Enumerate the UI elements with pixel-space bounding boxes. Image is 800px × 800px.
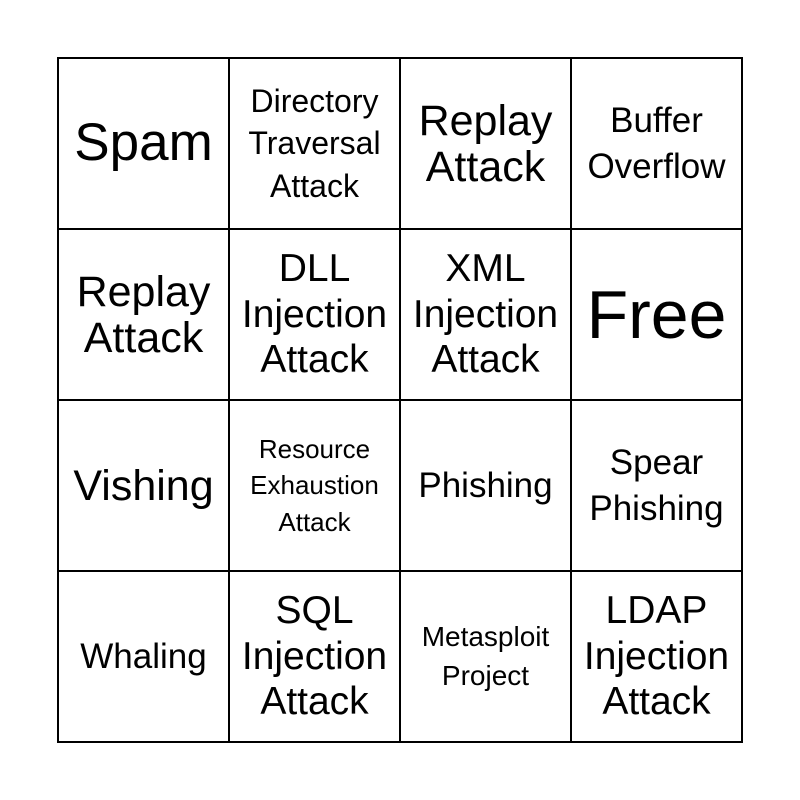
bingo-cell-text: XML Injection Attack [412,247,559,382]
bingo-cell[interactable]: Directory Traversal Attack [229,58,400,229]
bingo-cell-text: SQL Injection Attack [241,589,388,724]
bingo-cell[interactable]: DLL Injection Attack [229,229,400,400]
bingo-cell-text: Metasploit Project [421,621,550,691]
bingo-cell[interactable]: Spam [58,58,229,229]
bingo-cell[interactable]: Replay Attack [400,58,571,229]
bingo-cell[interactable]: LDAP Injection Attack [571,571,742,742]
bingo-cell-text: Spear Phishing [589,443,724,528]
bingo-cell-text: Free [586,276,727,353]
bingo-cell[interactable]: SQL Injection Attack [229,571,400,742]
bingo-cell[interactable]: Vishing [58,400,229,571]
bingo-cell-text: LDAP Injection Attack [583,589,730,724]
bingo-cell-text: Replay Attack [418,96,553,191]
bingo-cell[interactable]: Whaling [58,571,229,742]
bingo-cell-text: Vishing [73,461,214,510]
bingo-cell-text: DLL Injection Attack [241,247,388,382]
bingo-card-grid: Spam Directory Traversal Attack Replay A… [57,57,743,743]
bingo-cell[interactable]: Spear Phishing [571,400,742,571]
bingo-cell[interactable]: Buffer Overflow [571,58,742,229]
bingo-cell-text: Phishing [418,465,553,505]
bingo-cell[interactable]: Resource Exhaustion Attack [229,400,400,571]
bingo-cell-text: Replay Attack [76,267,211,362]
bingo-free-cell[interactable]: Free [571,229,742,400]
bingo-cell[interactable]: Phishing [400,400,571,571]
bingo-cell[interactable]: XML Injection Attack [400,229,571,400]
bingo-cell-text: Whaling [80,636,207,676]
bingo-cell[interactable]: Metasploit Project [400,571,571,742]
bingo-cell-text: Resource Exhaustion Attack [250,433,379,537]
bingo-cell-text: Spam [74,113,213,173]
bingo-cell-text: Buffer Overflow [587,101,726,186]
bingo-cell[interactable]: Replay Attack [58,229,229,400]
bingo-cell-text: Directory Traversal Attack [248,83,381,204]
